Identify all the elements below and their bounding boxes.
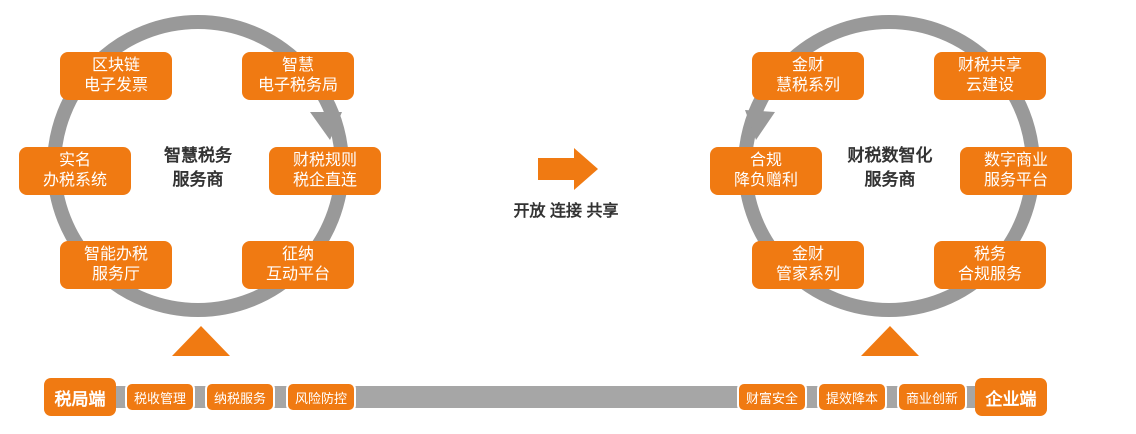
node-line: 合规服务 bbox=[957, 266, 1022, 283]
node-smart-service-hall: 智能办税 服务厅 bbox=[60, 241, 172, 289]
node-blockchain-invoice: 区块链 电子发票 bbox=[60, 52, 172, 100]
node-line: 区块链 bbox=[91, 57, 140, 74]
pill-efficiency-cost: 提效降本 bbox=[817, 382, 887, 412]
node-shared-cloud: 财税共享 云建设 bbox=[934, 52, 1046, 100]
node-line: 智能办税 bbox=[83, 246, 148, 263]
node-line: 降负赠利 bbox=[733, 172, 798, 189]
left-center-line-1: 智慧税务 bbox=[164, 146, 232, 165]
node-smart-tax-bureau: 智慧 电子税务局 bbox=[242, 52, 354, 100]
node-line: 税企直连 bbox=[292, 172, 357, 189]
node-compliance-cost: 合规 降负赠利 bbox=[710, 147, 822, 195]
node-compliance-service: 税务 合规服务 bbox=[934, 241, 1046, 289]
left-cycle-arrowhead bbox=[310, 112, 342, 140]
node-golden-tax-series: 金财 慧税系列 bbox=[752, 52, 864, 100]
node-line: 慧税系列 bbox=[775, 77, 840, 94]
node-line: 办税系统 bbox=[42, 172, 107, 189]
right-center-line-1: 财税数智化 bbox=[847, 146, 933, 165]
node-interaction-platform: 征纳 互动平台 bbox=[242, 241, 354, 289]
pill-wealth-security: 财富安全 bbox=[737, 382, 807, 412]
slogan: 开放 连接 共享 bbox=[513, 203, 619, 220]
node-line: 电子发票 bbox=[83, 77, 148, 94]
node-line: 实名 bbox=[58, 152, 91, 169]
right-cycle-arrowhead bbox=[745, 110, 775, 140]
node-line: 管家系列 bbox=[775, 266, 840, 283]
node-line: 金财 bbox=[791, 246, 824, 263]
node-digital-commerce: 数字商业 服务平台 bbox=[960, 147, 1072, 195]
node-line: 智慧 bbox=[281, 57, 314, 74]
right-center-line-2: 服务商 bbox=[864, 170, 916, 189]
pill-tax-management: 税收管理 bbox=[125, 382, 195, 412]
node-tax-rules: 财税规则 税企直连 bbox=[269, 147, 381, 195]
left-cycle-center-label: 智慧税务 服务商 bbox=[150, 144, 246, 192]
pill-business-innovation: 商业创新 bbox=[897, 382, 967, 412]
node-golden-butler-series: 金财 管家系列 bbox=[752, 241, 864, 289]
node-line: 数字商业 bbox=[983, 152, 1048, 169]
pill-risk-control: 风险防控 bbox=[286, 382, 356, 412]
node-line: 金财 bbox=[791, 57, 824, 74]
node-line: 电子税务局 bbox=[257, 77, 338, 94]
node-line: 服务平台 bbox=[983, 172, 1048, 189]
left-up-triangle-icon bbox=[172, 326, 230, 356]
node-line: 互动平台 bbox=[265, 266, 330, 283]
node-realname-system: 实名 办税系统 bbox=[19, 147, 131, 195]
right-cycle-center-label: 财税数智化 服务商 bbox=[834, 144, 946, 192]
enterprise-end-label: 企业端 bbox=[975, 378, 1047, 416]
node-line: 税务 bbox=[973, 246, 1006, 263]
node-line: 财税规则 bbox=[292, 152, 357, 169]
node-line: 财税共享 bbox=[957, 57, 1022, 74]
pill-taxpayer-service: 纳税服务 bbox=[205, 382, 275, 412]
node-line: 征纳 bbox=[281, 246, 314, 263]
tax-bureau-end-label: 税局端 bbox=[44, 378, 116, 416]
center-arrow-icon bbox=[538, 148, 598, 190]
node-line: 合规 bbox=[749, 152, 782, 169]
node-line: 服务厅 bbox=[91, 266, 140, 283]
left-center-line-2: 服务商 bbox=[172, 170, 224, 189]
node-line: 云建设 bbox=[965, 77, 1014, 94]
right-up-triangle-icon bbox=[861, 326, 919, 356]
